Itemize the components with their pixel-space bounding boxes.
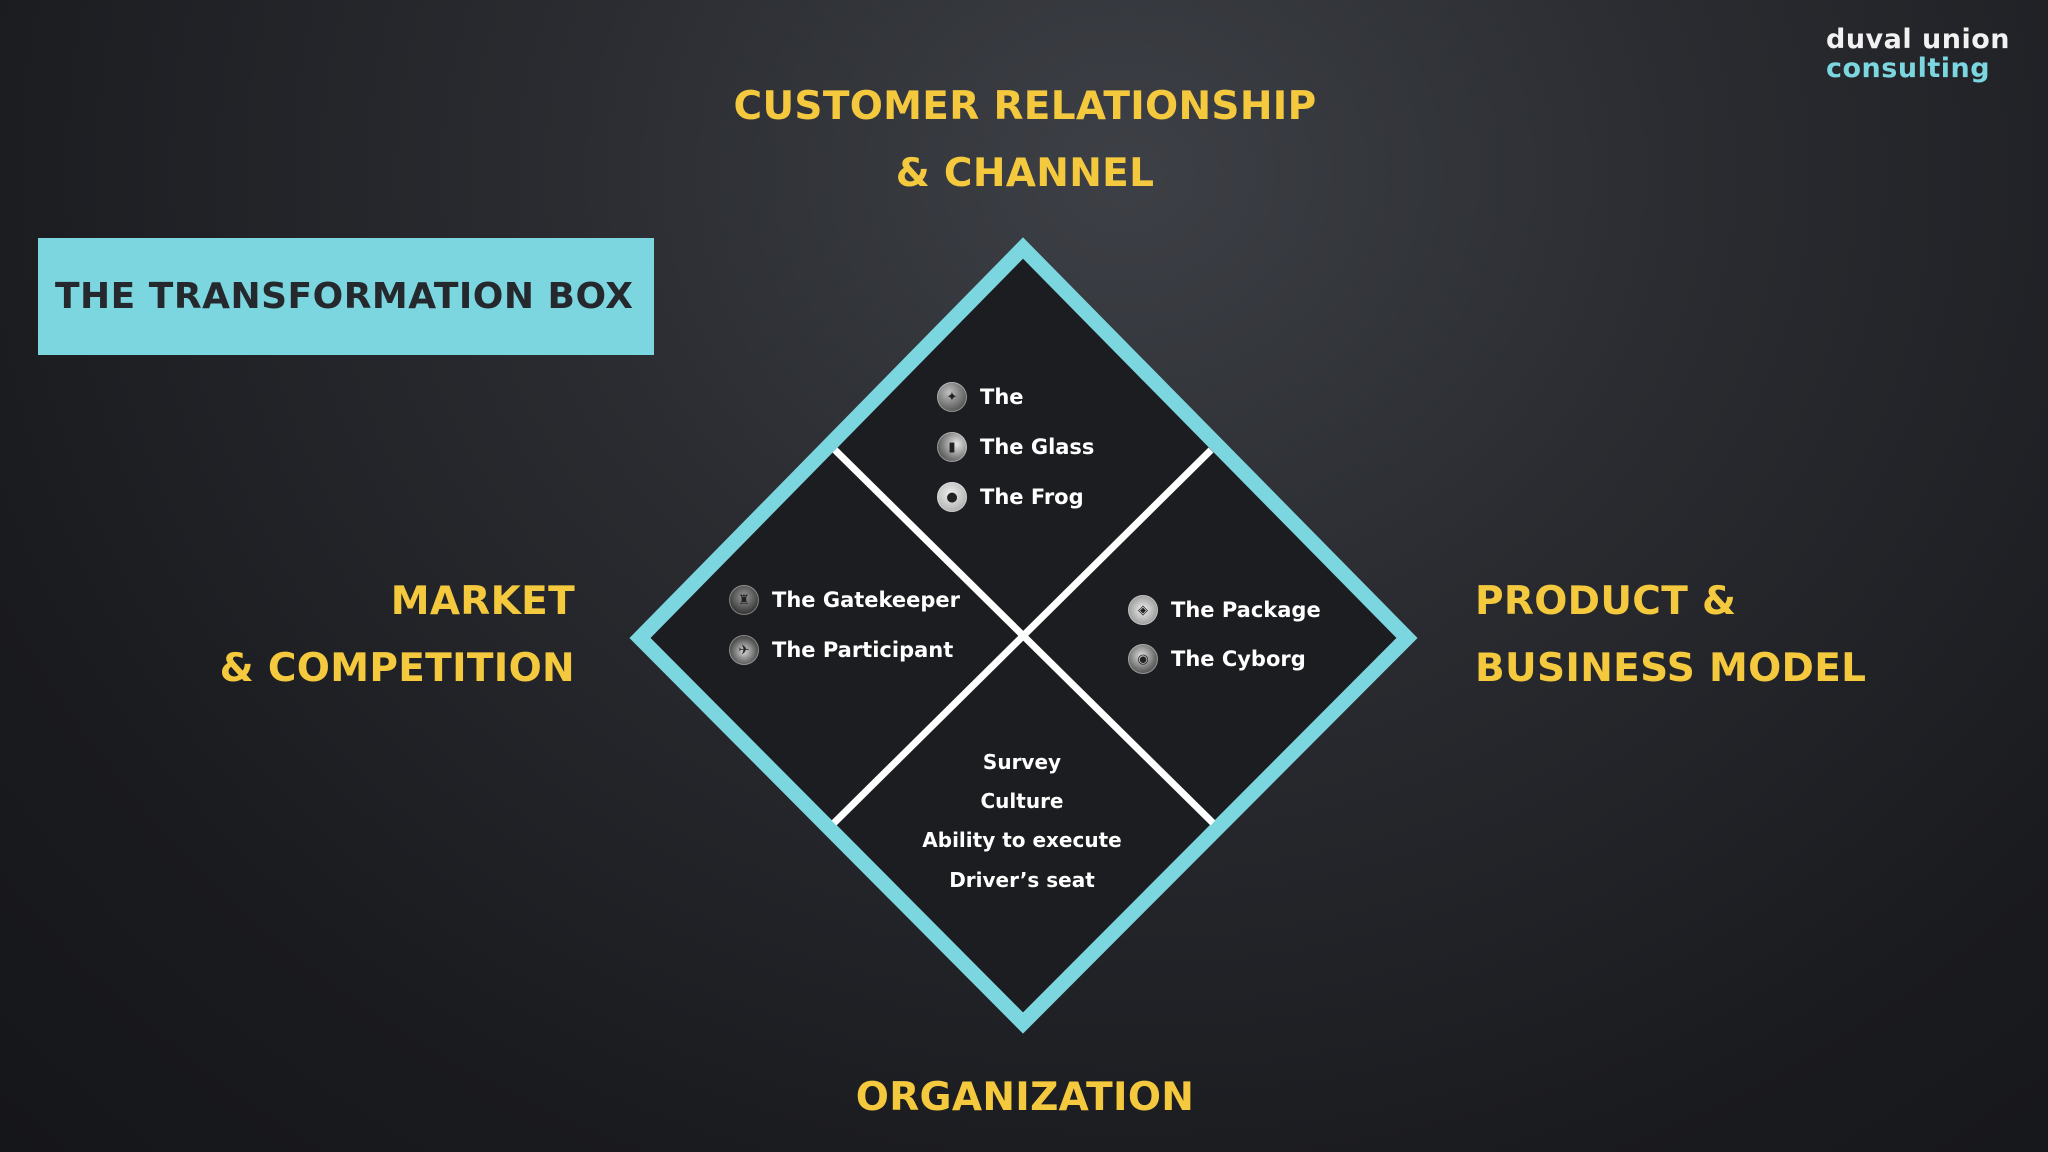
axis-left-line-2: & COMPETITION — [219, 646, 575, 691]
axis-label-top: CUSTOMER RELATIONSHIP & CHANNEL — [620, 73, 1430, 207]
axis-label-left: MARKET & COMPETITION — [75, 568, 575, 702]
item-label: The — [980, 385, 1024, 409]
cyborg-photo-icon: ◉ — [1128, 644, 1158, 674]
quadrant-right-item-1: ◈ The Package — [1128, 593, 1321, 627]
glass-photo-icon: ▮ — [937, 432, 967, 462]
quadrant-bottom-item-3: Ability to execute — [922, 828, 1122, 852]
quadrant-bottom-item-2: Culture — [980, 789, 1064, 813]
axis-left-line-1: MARKET — [390, 579, 575, 624]
frog-photo-icon: ● — [937, 482, 967, 512]
participant-photo-icon: ✈ — [729, 635, 759, 665]
quadrant-bottom-item-4: Driver’s seat — [949, 868, 1095, 892]
quadrant-right-item-2: ◉ The Cyborg — [1128, 642, 1306, 676]
quadrant-top-item-3: ● The Frog — [937, 480, 1084, 514]
item-label: The Cyborg — [1171, 647, 1306, 671]
package-photo-icon: ◈ — [1128, 595, 1158, 625]
quadrant-left-item-2: ✈ The Participant — [729, 633, 953, 667]
item-label: The Gatekeeper — [772, 588, 961, 612]
gatekeeper-photo-icon: ♜ — [729, 585, 759, 615]
axis-top-line-1: CUSTOMER RELATIONSHIP — [733, 84, 1317, 129]
axis-top-line-2: & CHANNEL — [895, 151, 1155, 196]
quadrant-bottom-item-1: Survey — [982, 750, 1062, 774]
company-logo: duval union consulting — [1826, 26, 2010, 82]
figures-photo-icon: ✦ — [937, 382, 967, 412]
item-label: The Frog — [980, 485, 1084, 509]
axis-right-line-1: PRODUCT & — [1475, 579, 1737, 624]
item-label: The Package — [1171, 598, 1321, 622]
axis-label-bottom: ORGANIZATION — [855, 1075, 1195, 1120]
item-label: The Glass — [980, 435, 1095, 459]
quadrant-left-item-1: ♜ The Gatekeeper — [729, 583, 960, 617]
logo-line-2: consulting — [1826, 53, 1991, 84]
quadrant-top-item-2: ▮ The Glass — [937, 430, 1094, 464]
item-label: The Participant — [772, 638, 954, 662]
quadrant-top-item-1: ✦ The — [937, 380, 1024, 414]
axis-label-right: PRODUCT & BUSINESS MODEL — [1475, 568, 1995, 702]
title-text: THE TRANSFORMATION BOX — [55, 276, 634, 317]
axis-right-line-2: BUSINESS MODEL — [1475, 646, 1867, 691]
transformation-box-title: THE TRANSFORMATION BOX — [38, 238, 654, 355]
divider-diagonal-2 — [831, 447, 1214, 826]
logo-line-1: duval union — [1826, 24, 2010, 55]
